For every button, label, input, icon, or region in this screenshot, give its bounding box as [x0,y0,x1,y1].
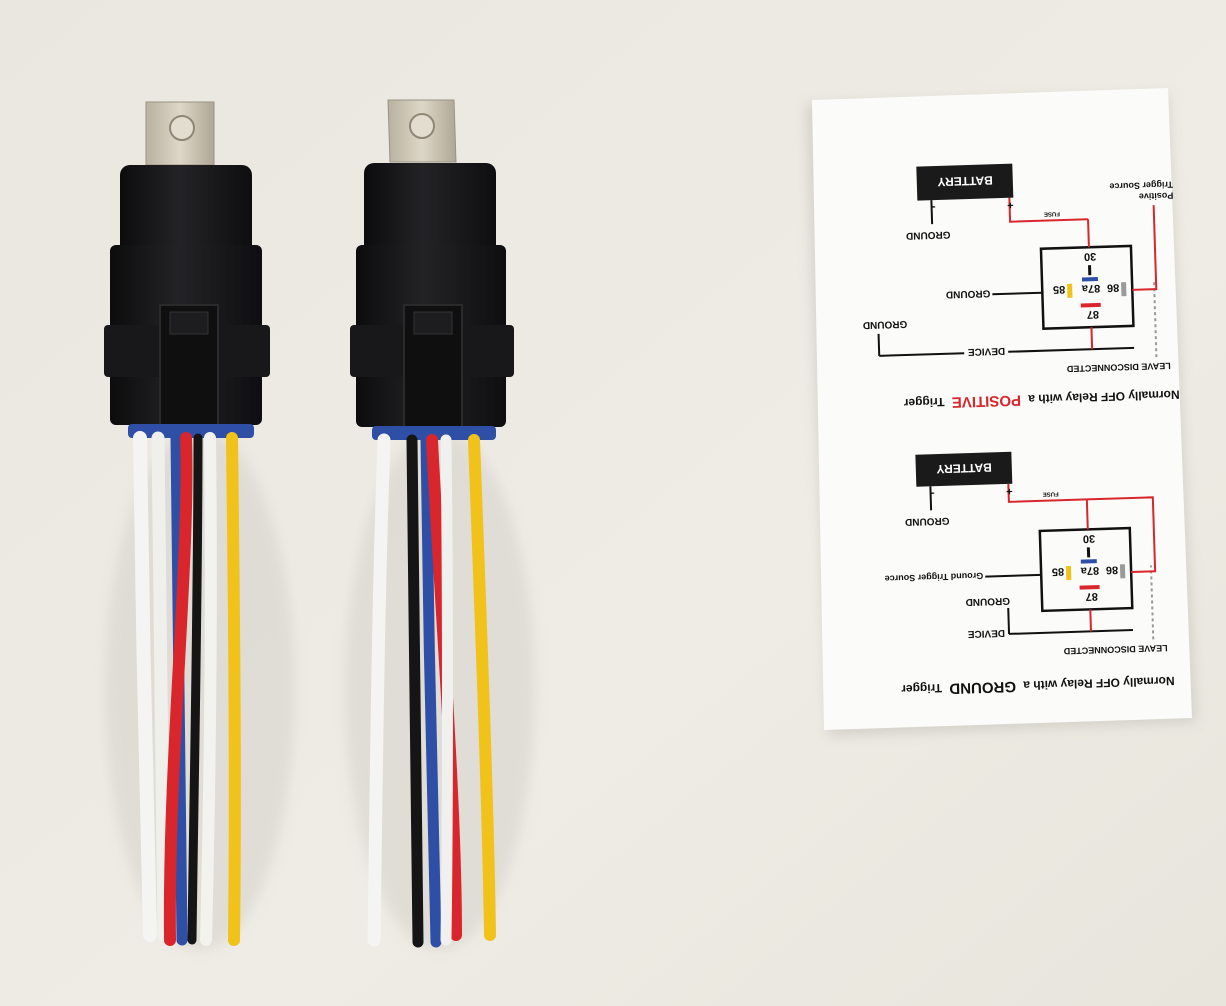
caption-ground-post: Trigger [901,681,942,696]
label-leave-1: LEAVE DISCONNECTED [1066,361,1171,374]
pin85-1: 85 [1053,283,1066,295]
relay-right-body-top [364,163,496,255]
caption-positive-pre: Normally OFF Relay with a [1028,387,1180,406]
label-fuse-2: FUSE [1043,490,1059,497]
wire-device-ground-1 [877,333,881,356]
relay-left-wires [133,431,241,946]
battery-label-2: BATTERY [936,460,992,476]
wire-87-1 [1090,327,1094,350]
pin87a-2: 87a [1080,564,1100,577]
pin87-mark-2 [1079,585,1100,590]
pin86-mark-1 [1121,282,1127,297]
caption-positive-post: Trigger [903,395,944,410]
label-device-1: DEVICE [967,345,1005,357]
relay-left-bracket-hole [169,115,195,141]
label-leave-2: LEAVE DISCONNECTED [1063,643,1168,656]
wire-device-ground-h-1 [879,352,965,357]
relay-right-wires [367,433,496,948]
battery-minus-1: - [931,201,935,213]
pin85-mark-2 [1065,565,1072,581]
pin87-2: 87 [1085,590,1098,602]
label-ground-device-1: GROUND [863,318,908,330]
relay-left-clip-tab [169,311,209,335]
battery-plus-2: + [1006,485,1013,497]
label-device-2: DEVICE [967,627,1005,639]
wire-leave-1 [1152,279,1158,358]
relay-left [104,101,295,950]
pin86-2: 86 [1106,563,1119,575]
battery-minus-2: - [930,487,934,499]
card-content: Normally OFF Relay with a GROUND Trigger… [863,163,1180,699]
battery-2 [915,451,1013,487]
battery-1 [916,163,1014,201]
caption-positive-key: POSITIVE [952,391,1022,410]
pin87a-mark-1 [1081,276,1098,282]
pin86-mark-2 [1119,564,1126,579]
label-ground-batt-1: GROUND [906,229,951,241]
wire-batt-ground-2 [929,486,933,511]
pin30-1: 30 [1084,250,1097,262]
wire-fuse-2 [1007,483,1087,503]
relay-box-1 [1039,244,1135,330]
battery-label-1: BATTERY [937,173,993,189]
wire-30-2 [1085,499,1089,530]
label-ground-device-2: GROUND [965,595,1010,607]
wire-85-ground-1 [992,291,1043,296]
wire-device-ground-2 [1007,607,1011,634]
wire-30-1 [1087,219,1090,248]
pin30-2: 30 [1083,532,1096,544]
relay-box-2 [1038,526,1134,613]
instruction-card: Normally OFF Relay with a GROUND Trigger… [806,88,1196,736]
battery-plus-1: + [1007,199,1014,211]
wire-fuse-1 [1008,197,1089,223]
caption-ground-pre: Normally OFF Relay with a [1023,674,1175,693]
wire-device-2 [1009,629,1134,635]
label-ground-batt-2: GROUND [905,515,950,527]
card-caption-positive: Normally OFF Relay with a POSITIVE Trigg… [903,386,1180,412]
label-fuse-1: FUSE [1044,210,1060,217]
relay-right-clip-tab [413,311,453,335]
caption-ground-key: GROUND [949,678,1016,697]
label-trigger-1a: Positive [1139,191,1174,202]
pin87-mark-1 [1080,302,1101,308]
relay-right [345,99,535,950]
card-sheet [812,88,1192,730]
relay-right-seal [372,426,496,440]
pin86-1: 86 [1107,281,1120,293]
pin87a-mark-2 [1080,559,1097,564]
wire-86-trigger-1 [1132,205,1158,291]
wire-leave-2 [1149,565,1155,640]
wire-device-1 [1008,346,1135,353]
label-trigger-2: Ground Trigger Source [885,571,984,584]
relay-left-body-top [120,165,252,255]
wire-batt-ground-1 [930,200,934,225]
label-ground-85-1: GROUND [946,287,991,299]
pin87-1: 87 [1087,308,1100,320]
card-caption-ground: Normally OFF Relay with a GROUND Trigger [901,673,1175,699]
pin85-2: 85 [1052,565,1065,577]
pin87a-1: 87a [1081,282,1101,295]
relay-right-bracket-hole [409,113,435,139]
wire-86-2 [1086,496,1157,574]
pin85-mark-1 [1067,283,1073,298]
wire-85-trigger-2 [985,573,1042,578]
label-trigger-1b: Trigger Source [1109,180,1173,192]
wire-87-2 [1089,609,1092,632]
